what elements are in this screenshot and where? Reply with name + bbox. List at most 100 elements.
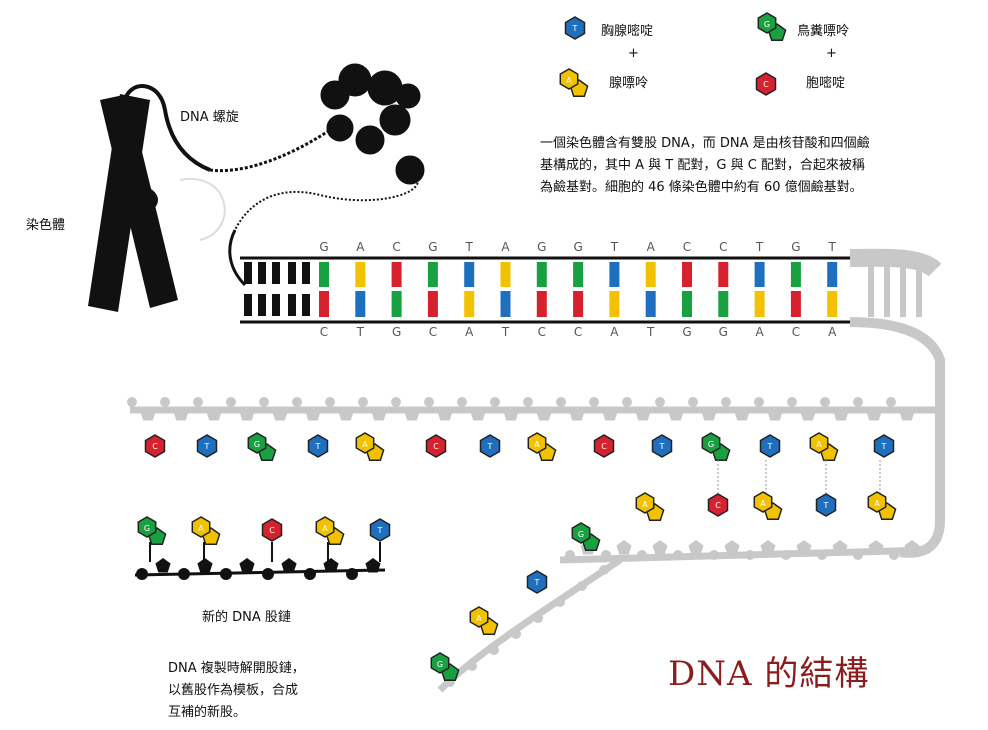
legend-cytosine-label: 胞嘧啶 [806,76,846,91]
sugar-pentagon [701,406,717,421]
base-letter: A [816,440,822,449]
note-line: DNA 複製時解開股鏈， [168,661,305,676]
backbone-node [193,397,203,407]
sugar-pentagon [635,406,651,421]
sugar-pentagon [616,540,632,555]
sequence-bottom-letter: G [719,325,728,339]
backbone-node [565,550,575,560]
bar-bottom-G [391,291,402,317]
sugar-pentagon [437,406,453,421]
legend-adenine-label: 腺嘌呤 [609,76,649,91]
backbone-node [533,613,543,623]
replication-note: DNA 複製時解開股鏈， 以舊股作為模板，合成 互補的新股。 [168,658,305,724]
chromosome-label: 染色體 [26,218,66,233]
base-letter: G [437,660,443,669]
bar-bottom-A [827,291,838,317]
old-strand-base-C-icon: C [425,434,447,458]
diagonal-base-T-icon: T [526,570,548,594]
sequence-top-letter: A [501,240,510,254]
backbone-node [599,565,609,575]
new-strand-backbone [134,558,386,580]
legend-thymine-label: 胸腺嘧啶 [601,24,654,39]
backbone-node [457,397,467,407]
sugar-pentagon [173,406,189,421]
diagonal-base-G-icon: G [430,652,460,682]
backbone-node [259,397,269,407]
backbone-node [127,397,137,407]
bar-top-G [790,262,801,287]
base-letter: A [198,524,204,533]
bar-top-G [319,262,329,287]
old-strand-base-A-icon: A [809,432,839,462]
backbone-node [292,397,302,407]
backbone-node [886,397,896,407]
sugar-pentagon [796,540,812,555]
backbone-node [160,397,170,407]
base-letter: T [823,501,829,510]
bar-bottom-A [609,291,620,317]
backbone-node [688,397,698,407]
sugar-pentagon [833,406,849,421]
new-backbone-node [136,568,148,580]
start-bar-top [288,262,296,284]
bar-bottom-C [573,291,584,317]
bar-bottom-C [790,291,801,317]
sugar-pentagon [904,540,920,555]
backbone-node [655,397,665,407]
diagonal-base-G-icon: G [571,522,601,552]
bar-top-C [682,262,692,287]
base-letter: A [642,500,648,509]
base-letter: T [487,442,493,451]
paired-base-A-icon: A [867,491,897,521]
base-letter: C [763,80,769,89]
sugar-pentagon [404,406,420,421]
old-strand-base-T-icon: T [873,434,895,458]
base-letter: T [659,442,665,451]
new-backbone-node [346,568,358,580]
backbone-node [589,397,599,407]
base-letter: C [601,442,607,451]
backbone-node [511,629,521,639]
sequence-top-letter: C [719,240,727,254]
sequence-top-letter: T [610,240,619,254]
sugar-pentagon [536,406,552,421]
sugar-pentagon [371,406,387,421]
old-strand-base-C-icon: C [593,434,615,458]
paired-base-A-icon: A [753,491,783,521]
sugar-pentagon [668,406,684,421]
legend-adenine-icon: A [559,68,589,98]
old-strand-base-A-icon: A [355,432,385,462]
diagonal-base-A-icon: A [469,606,499,636]
bar-top-A [355,262,366,287]
backbone-node [523,397,533,407]
base-letter: C [269,526,275,535]
sugar-pentagon [602,406,618,421]
backbone-node [489,645,499,655]
backbone-node [424,397,434,407]
sugar-pentagon [734,406,750,421]
gray-backbone-strand [127,397,940,564]
helix-coil [123,63,425,287]
base-letter: G [254,440,260,449]
description-line: 一個染色體含有雙股 DNA，而 DNA 是由核苷酸和四個鹼 [540,136,870,151]
sequence-bottom-letter: A [828,325,837,339]
start-bar-bottom [302,294,310,316]
backbone-node [601,550,611,560]
bar-top-G [573,262,584,287]
sequence-top-letter: G [428,240,437,254]
backbone-node [787,397,797,407]
note-line: 以舊股作為模板，合成 [168,683,299,698]
bar-top-T [754,262,765,287]
legend-plus-left: + [628,46,639,61]
diagram-title: DNA 的結構 [668,654,870,694]
legend-plus-right: + [826,46,837,61]
sugar-pentagon [800,406,816,421]
new-strand-base-G-icon: G [137,516,167,546]
sequence-top-letter: T [755,240,764,254]
sequence-bottom-letter: A [610,325,619,339]
sequence-top-letter: G [791,240,800,254]
gray-tail-bar [868,262,874,317]
